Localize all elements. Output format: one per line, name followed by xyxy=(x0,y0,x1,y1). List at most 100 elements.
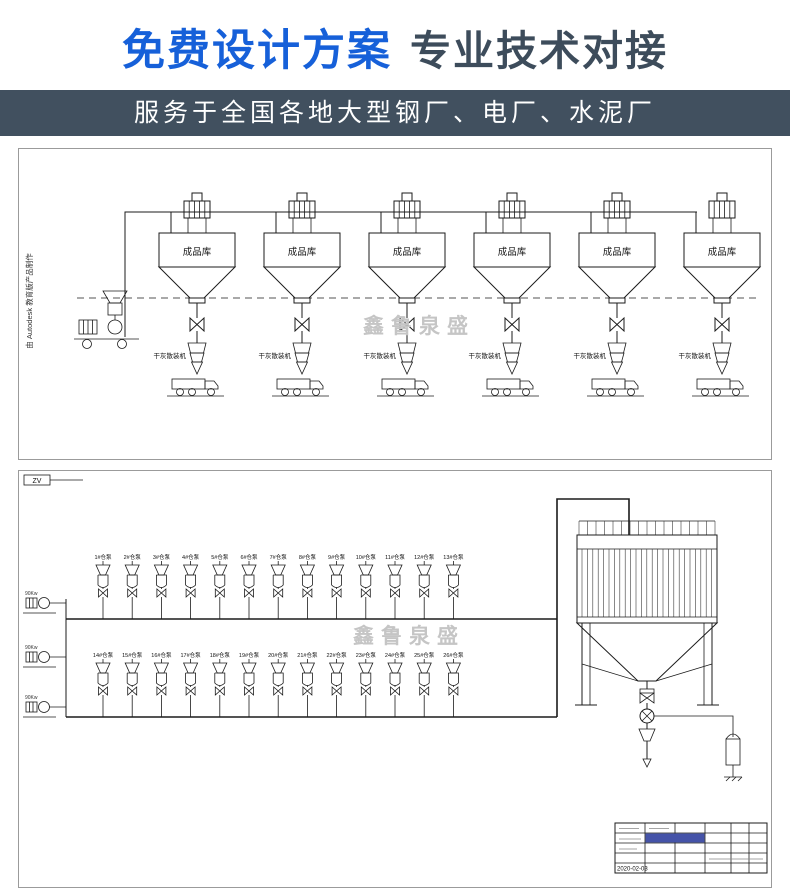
valve-icon xyxy=(390,588,396,598)
pump-unit: 10#仓泵 xyxy=(356,553,377,619)
auxiliary-tank xyxy=(724,733,743,782)
blower-unit: 90Kw xyxy=(23,695,66,718)
loader-label: 干灰散装机 xyxy=(259,351,292,360)
pump-label: 23#仓泵 xyxy=(356,651,377,659)
valve-icon xyxy=(419,588,425,598)
valve-icon xyxy=(360,588,367,598)
pump-unit: 15#仓泵 xyxy=(122,651,143,717)
service-banner-text: 服务于全国各地大型钢厂、电厂、水泥厂 xyxy=(133,99,656,127)
pump-label: 22#仓泵 xyxy=(327,651,348,659)
pump-label: 26#仓泵 xyxy=(443,651,464,659)
pump-label: 16#仓泵 xyxy=(151,651,172,659)
riser-pipe xyxy=(556,498,630,717)
pump-label: 5#仓泵 xyxy=(211,553,229,561)
pump-unit: 3#仓泵 xyxy=(153,553,170,619)
watermark: 鑫鲁泉盛 xyxy=(362,314,475,338)
diagram-pump-system: ZV 90Kw 90Kw 90Kw 1#仓泵 2#仓泵 3#仓泵 4#仓泵 5#仓泵 6#仓泵 7#… xyxy=(18,470,772,888)
silo-label: 成品库 xyxy=(603,246,632,258)
pump-unit: 23#仓泵 xyxy=(356,651,377,717)
valve-icon xyxy=(331,588,338,598)
pump-label: 1#仓泵 xyxy=(94,553,112,561)
loader-label: 干灰散装机 xyxy=(364,351,397,360)
truck-icon xyxy=(272,378,329,397)
pump-label: 21#仓泵 xyxy=(297,651,318,659)
valve-icon xyxy=(504,316,513,333)
main-conveying-pipe xyxy=(124,211,697,337)
pump-label: 25#仓泵 xyxy=(414,651,435,659)
title-block-highlight xyxy=(645,833,705,843)
corner-label: ZV xyxy=(33,478,42,485)
pump-label: 20#仓泵 xyxy=(268,651,289,659)
service-banner: 服务于全国各地大型钢厂、电厂、水泥厂 xyxy=(0,90,790,136)
truck-icon xyxy=(482,378,539,397)
pump-unit: 9#仓泵 xyxy=(328,553,346,619)
valve-icon xyxy=(331,686,338,696)
pump-label: 13#仓泵 xyxy=(443,553,464,561)
loader-label: 干灰散装机 xyxy=(679,351,712,360)
valve-icon xyxy=(302,588,309,598)
pump-unit: 18#仓泵 xyxy=(210,651,230,717)
valve-icon xyxy=(189,316,198,333)
pump-unit: 14#仓泵 xyxy=(93,651,114,717)
pump-label: 12#仓泵 xyxy=(414,553,435,561)
valve-icon xyxy=(127,686,133,696)
feeder-machine xyxy=(74,290,139,349)
pump-unit: 12#仓泵 xyxy=(414,553,435,619)
pump-unit: 16#仓泵 xyxy=(151,651,172,717)
hero-title-primary: 免费设计方案 xyxy=(122,27,392,75)
pump-label: 7#仓泵 xyxy=(270,553,288,561)
valve-icon xyxy=(156,588,163,598)
pump-unit: 17#仓泵 xyxy=(181,651,202,717)
pump-unit: 13#仓泵 xyxy=(443,553,464,619)
valve-icon xyxy=(639,692,648,704)
valve-icon xyxy=(419,686,425,696)
valve-icon xyxy=(390,686,396,696)
blower-unit: 90Kw xyxy=(23,591,66,614)
pump-unit: 6#仓泵 xyxy=(240,553,258,619)
loader-label: 干灰散装机 xyxy=(154,351,187,360)
pump-unit: 25#仓泵 xyxy=(414,651,435,717)
loader-label: 干灰散装机 xyxy=(469,351,502,360)
pump-label: 6#仓泵 xyxy=(240,553,258,561)
diagram-silo-loading: 由 Autodesk 教育版产品制作成品库干灰散装机成品库干灰散装机成品库干灰散… xyxy=(18,148,772,460)
blower-unit: 90Kw xyxy=(23,645,66,668)
pump-label: 24#仓泵 xyxy=(385,651,406,659)
valve-icon xyxy=(185,686,192,696)
valve-icon xyxy=(273,588,279,598)
pump-unit: 7#仓泵 xyxy=(270,553,288,619)
valve-icon xyxy=(156,686,163,696)
autodesk-note: 由 Autodesk 教育版产品制作 xyxy=(24,253,34,349)
pump-label: 2#仓泵 xyxy=(124,553,142,561)
drawing-date: 2020-02-03 xyxy=(617,867,648,873)
pump-label: 17#仓泵 xyxy=(181,651,202,659)
pump-label: 19#仓泵 xyxy=(239,651,260,659)
valve-icon xyxy=(448,588,455,598)
valve-icon xyxy=(609,316,618,333)
hero-title-secondary: 专业技术对接 xyxy=(410,28,668,74)
title-block: 2020-02-03 xyxy=(614,822,768,874)
blower-label: 90Kw xyxy=(25,695,38,701)
pump-unit: 19#仓泵 xyxy=(239,651,260,717)
valve-icon xyxy=(214,686,221,696)
valve-icon xyxy=(294,316,303,333)
valve-icon xyxy=(360,686,367,696)
valve-icon xyxy=(127,588,133,598)
pump-unit: 20#仓泵 xyxy=(268,651,289,717)
blower-label: 90Kw xyxy=(25,591,38,597)
pump-label: 10#仓泵 xyxy=(356,553,377,561)
pump-label: 11#仓泵 xyxy=(385,553,405,561)
valve-icon xyxy=(185,588,192,598)
pump-unit: 4#仓泵 xyxy=(182,553,200,619)
pump-label: 15#仓泵 xyxy=(122,651,143,659)
hero-header: 免费设计方案 专业技术对接 xyxy=(0,0,790,90)
valve-icon xyxy=(244,588,250,598)
truck-icon xyxy=(377,378,434,397)
truck-icon xyxy=(167,378,224,397)
truck-icon xyxy=(587,378,644,397)
